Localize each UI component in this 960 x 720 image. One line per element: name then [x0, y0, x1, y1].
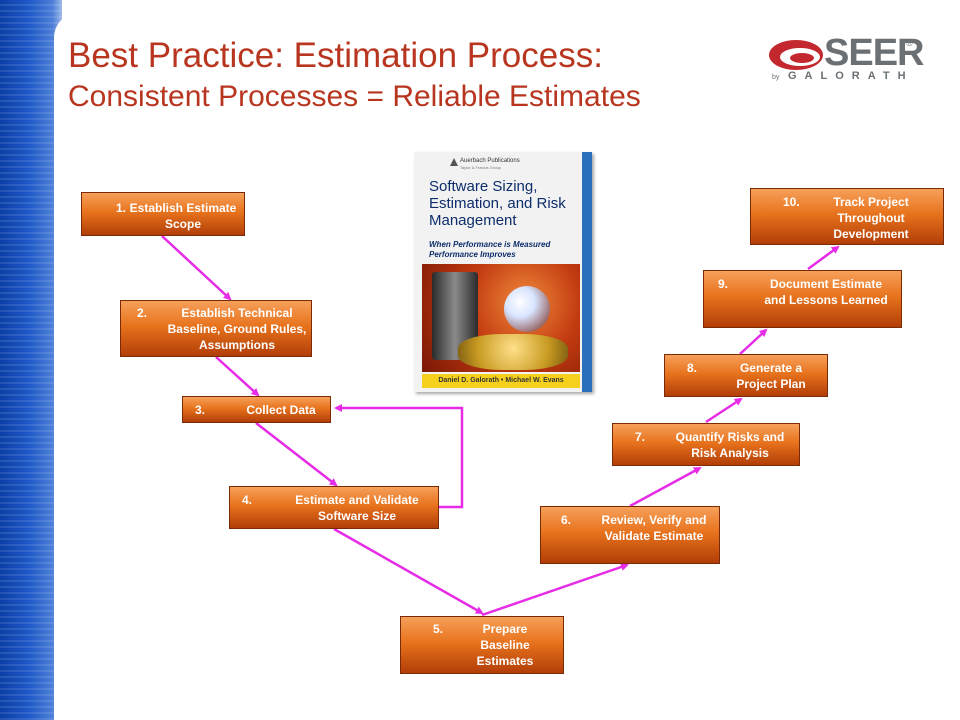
arrow-6-7: [629, 466, 702, 508]
side-band-pattern: [0, 0, 62, 720]
logo-company: GALORATH: [788, 70, 914, 82]
step-number: 1.: [116, 201, 127, 215]
step-label: Document Estimate and Lessons Learned: [764, 277, 888, 307]
arrow-8-9: [739, 328, 768, 355]
step-9-box: 9. Document Estimate and Lessons Learned: [703, 270, 902, 328]
step-label: Prepare Baseline Estimates: [476, 622, 534, 668]
seer-logo: SEER ® by GALORATH: [768, 32, 924, 88]
coins-icon: [458, 334, 568, 370]
book-spine: [582, 152, 592, 392]
step-number: 8.: [687, 361, 698, 375]
step-1-box: 1. Establish Estimate Scope: [81, 192, 245, 236]
swoosh-icon: [769, 40, 823, 70]
arrow-3-4: [255, 422, 338, 487]
book-publisher: Auerbach Publications: [460, 158, 520, 164]
step-10-box: 10. Track Project Throughout Development: [750, 188, 944, 245]
side-band: [0, 0, 62, 720]
step-6-box: 6. Review, Verify and Validate Estimate: [540, 506, 720, 564]
arrow-5-6: [481, 563, 629, 617]
arrow-4-5: [333, 527, 484, 615]
globe-icon: [504, 286, 550, 332]
step-label: Establish Technical Baseline, Ground Rul…: [167, 306, 307, 352]
step-number: 5.: [433, 622, 444, 636]
step-3-box: 3. Collect Data: [182, 396, 331, 423]
arrow-1-2: [161, 235, 232, 301]
step-8-box: 8. Generate a Project Plan: [664, 354, 828, 397]
book-cover: Auerbach Publications Taylor & Francis G…: [414, 152, 592, 392]
book-title: Software Sizing, Estimation, and Risk Ma…: [429, 178, 566, 229]
arrow-7-8: [705, 397, 743, 424]
arrow-loop-4-3: [334, 404, 464, 509]
step-number: 3.: [195, 403, 206, 417]
step-2-box: 2. Establish Technical Baseline, Ground …: [120, 300, 312, 357]
step-label: Quantify Risks and Risk Analysis: [675, 430, 785, 460]
arrow-2-3: [215, 356, 260, 397]
book-subtitle: When Performance is Measured Performance…: [429, 240, 551, 259]
step-5-box: 5. Prepare Baseline Estimates: [400, 616, 564, 674]
step-number: 6.: [561, 513, 572, 527]
publisher-icon: [450, 158, 458, 166]
arrow-9-10: [807, 245, 840, 271]
step-label: Establish Estimate Scope: [129, 201, 237, 231]
step-number: 7.: [635, 430, 646, 444]
step-label: Collect Data: [246, 403, 316, 417]
slide-title: Best Practice: Estimation Process:: [68, 36, 603, 75]
book-cover-art: [422, 264, 580, 372]
step-4-box: 4. Estimate and Validate Software Size: [229, 486, 439, 529]
step-label: Review, Verify and Validate Estimate: [601, 513, 707, 543]
logo-wordmark: SEER: [824, 32, 924, 74]
step-label: Generate a Project Plan: [736, 361, 806, 391]
step-number: 4.: [242, 493, 253, 507]
step-label: Track Project Throughout Development: [833, 195, 909, 241]
book-publisher-sub: Taylor & Francis Group: [460, 165, 501, 170]
step-number: 9.: [718, 277, 729, 291]
logo-registered: ®: [906, 38, 913, 48]
step-7-box: 7. Quantify Risks and Risk Analysis: [612, 423, 800, 466]
slide-subtitle: Consistent Processes = Reliable Estimate…: [68, 80, 641, 113]
step-number: 10.: [783, 195, 800, 209]
step-number: 2.: [137, 306, 148, 320]
step-label: Estimate and Validate Software Size: [295, 493, 419, 523]
book-authors: Daniel D. Galorath • Michael W. Evans: [422, 374, 580, 388]
logo-by: by: [772, 74, 780, 81]
